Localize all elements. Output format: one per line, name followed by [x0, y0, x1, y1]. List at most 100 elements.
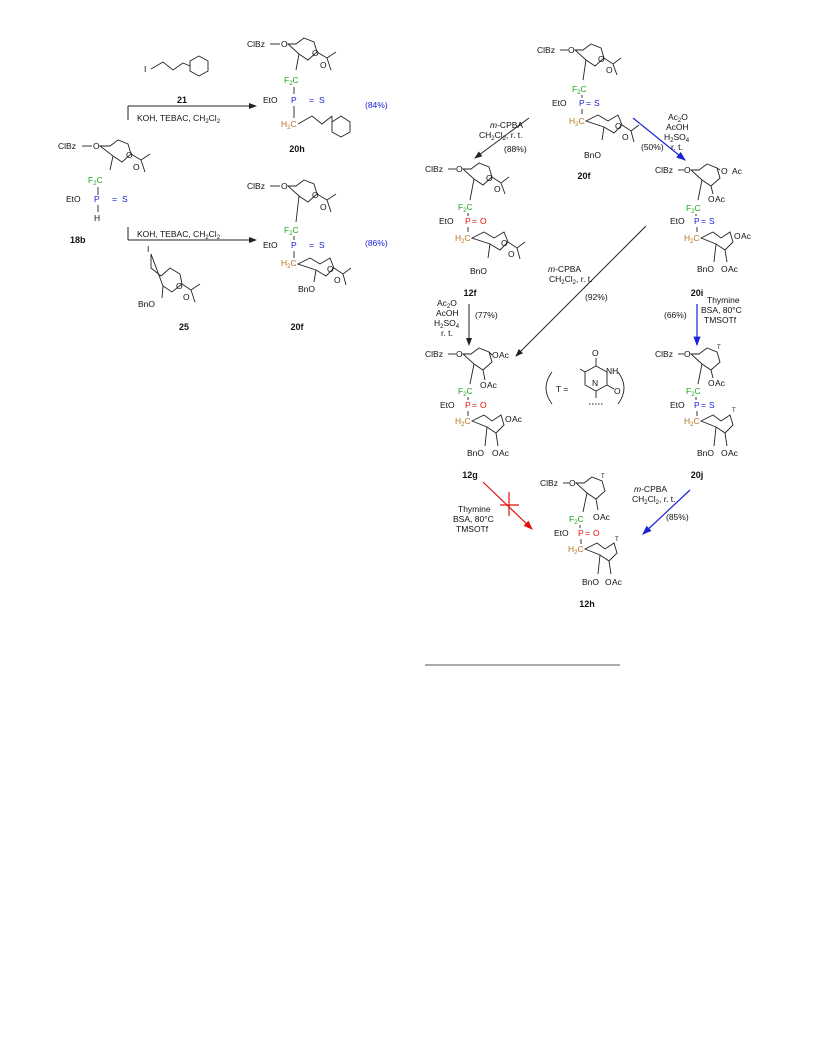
svg-text:P: P — [465, 400, 471, 410]
svg-text:O: O — [312, 190, 319, 200]
compound-21: I 21 — [144, 55, 209, 105]
compound-12f: ClBz O O O F2C EtO P = O H2C O O BnO 12f — [425, 162, 526, 298]
svg-text:=: = — [112, 194, 117, 204]
arrow-20f-to-12g: m-CPBA CH2Cl2, r. t. (92%) — [515, 225, 647, 357]
svg-text:P: P — [578, 528, 584, 538]
svg-text:EtO: EtO — [439, 216, 454, 226]
arrow-20f-to-20i: Ac2O AcOH H2SO4 r. t. (50%) — [632, 112, 690, 161]
svg-text:BSA, 80°C: BSA, 80°C — [701, 305, 742, 315]
label-12h: 12h — [579, 599, 595, 609]
svg-text:P: P — [291, 95, 297, 105]
svg-text:Thymine: Thymine — [707, 295, 740, 305]
svg-text:P: P — [465, 216, 471, 226]
svg-text:S: S — [319, 95, 325, 105]
svg-text:S: S — [122, 194, 128, 204]
svg-text:O: O — [456, 349, 463, 359]
svg-text:O: O — [486, 173, 493, 183]
arrow-20f-to-12f: m-CPBA CH2Cl2, r. t. (88%) — [474, 117, 530, 159]
svg-text:ClBz: ClBz — [247, 181, 265, 191]
svg-text:NH: NH — [606, 366, 618, 376]
svg-text:m-CPBA: m-CPBA — [548, 264, 581, 274]
svg-text:O: O — [456, 164, 463, 174]
svg-text:P: P — [694, 216, 700, 226]
svg-text:Ac2O: Ac2O — [437, 298, 457, 310]
svg-text:Ac: Ac — [715, 378, 726, 388]
svg-text:BnO: BnO — [582, 577, 599, 587]
thymine-definition: T = O NH O N — [545, 348, 625, 405]
svg-text:H2C: H2C — [684, 416, 700, 428]
svg-text:r. t.: r. t. — [671, 142, 683, 152]
label-20f-left: 20f — [290, 322, 304, 332]
svg-text:Ac: Ac — [728, 448, 739, 458]
svg-text:F2C: F2C — [458, 202, 473, 214]
label-20i: 20i — [691, 288, 704, 298]
svg-text:H2C: H2C — [569, 116, 585, 128]
svg-text:O: O — [320, 60, 327, 70]
svg-text:O: O — [708, 378, 715, 388]
svg-text:O: O — [721, 448, 728, 458]
arrow-12f-to-12g: Ac2O AcOH H2SO4 r. t. (77%) — [434, 298, 498, 346]
svg-text:O: O — [492, 448, 499, 458]
yield-20h: (84%) — [365, 100, 388, 110]
yield-20f-left: (86%) — [365, 238, 388, 248]
svg-text:F2C: F2C — [284, 75, 299, 87]
atom-i: I — [144, 64, 146, 74]
svg-text:T: T — [615, 537, 619, 543]
svg-text:Ac2O: Ac2O — [668, 112, 688, 124]
svg-text:=: = — [701, 216, 706, 226]
svg-text:BnO: BnO — [298, 284, 315, 294]
svg-text:O: O — [708, 194, 715, 204]
svg-text:P: P — [694, 400, 700, 410]
svg-text:F2C: F2C — [284, 225, 299, 237]
svg-text:S: S — [709, 400, 715, 410]
label-12f: 12f — [463, 288, 477, 298]
svg-text:O: O — [492, 350, 499, 360]
label-25: 25 — [179, 322, 189, 332]
svg-text:(92%): (92%) — [585, 292, 608, 302]
svg-text:F2C: F2C — [572, 84, 587, 96]
svg-text:O: O — [327, 264, 334, 274]
svg-text:BnO: BnO — [584, 150, 601, 160]
svg-text:O: O — [93, 141, 100, 151]
label-20h: 20h — [289, 144, 305, 154]
svg-text:KOH, TEBAC, CH2Cl2: KOH, TEBAC, CH2Cl2 — [137, 229, 221, 241]
svg-text:TMSOTf: TMSOTf — [456, 524, 489, 534]
svg-text:BSA, 80°C: BSA, 80°C — [453, 514, 494, 524]
svg-text:BnO: BnO — [697, 448, 714, 458]
svg-text:O: O — [176, 281, 183, 291]
svg-text:O: O — [312, 48, 319, 58]
svg-text:O: O — [614, 386, 621, 396]
svg-text:F2C: F2C — [686, 386, 701, 398]
svg-text:(50%): (50%) — [641, 142, 664, 152]
svg-text:Ac: Ac — [512, 414, 523, 424]
svg-text:EtO: EtO — [440, 400, 455, 410]
svg-text:ClBz: ClBz — [655, 349, 673, 359]
svg-text:ClBz: ClBz — [425, 349, 443, 359]
svg-text:EtO: EtO — [670, 216, 685, 226]
svg-text:S: S — [709, 216, 715, 226]
svg-text:(85%): (85%) — [666, 512, 689, 522]
svg-text:ClBz: ClBz — [537, 45, 555, 55]
svg-text:(66%): (66%) — [664, 310, 687, 320]
svg-text:BnO: BnO — [470, 266, 487, 276]
svg-text:EtO: EtO — [66, 194, 81, 204]
svg-text:EtO: EtO — [670, 400, 685, 410]
svg-text:(77%): (77%) — [475, 310, 498, 320]
svg-text:Ac: Ac — [499, 448, 510, 458]
svg-text:O: O — [494, 184, 501, 194]
svg-text:BnO: BnO — [138, 299, 155, 309]
compound-20f-top: ClBz O O O F2C EtO P = S H2C O O BnO 20f — [537, 43, 640, 181]
svg-text:Ac: Ac — [715, 194, 726, 204]
arrow-20i-to-20j: Thymine BSA, 80°C TMSOTf (66%) — [664, 295, 742, 347]
svg-text:m-CPBA: m-CPBA — [490, 120, 523, 130]
svg-text:O: O — [505, 414, 512, 424]
svg-text:(88%): (88%) — [504, 144, 527, 154]
svg-text:O: O — [281, 39, 288, 49]
svg-text:O: O — [126, 150, 133, 160]
compound-25: I O O BnO 25 — [138, 244, 201, 332]
svg-text:O: O — [606, 65, 613, 75]
arrow-to-20h: KOH, TEBAC, CH2Cl2 — [127, 103, 257, 125]
svg-text:O: O — [622, 132, 629, 142]
svg-text:CH2Cl2, r. t.: CH2Cl2, r. t. — [632, 494, 676, 506]
